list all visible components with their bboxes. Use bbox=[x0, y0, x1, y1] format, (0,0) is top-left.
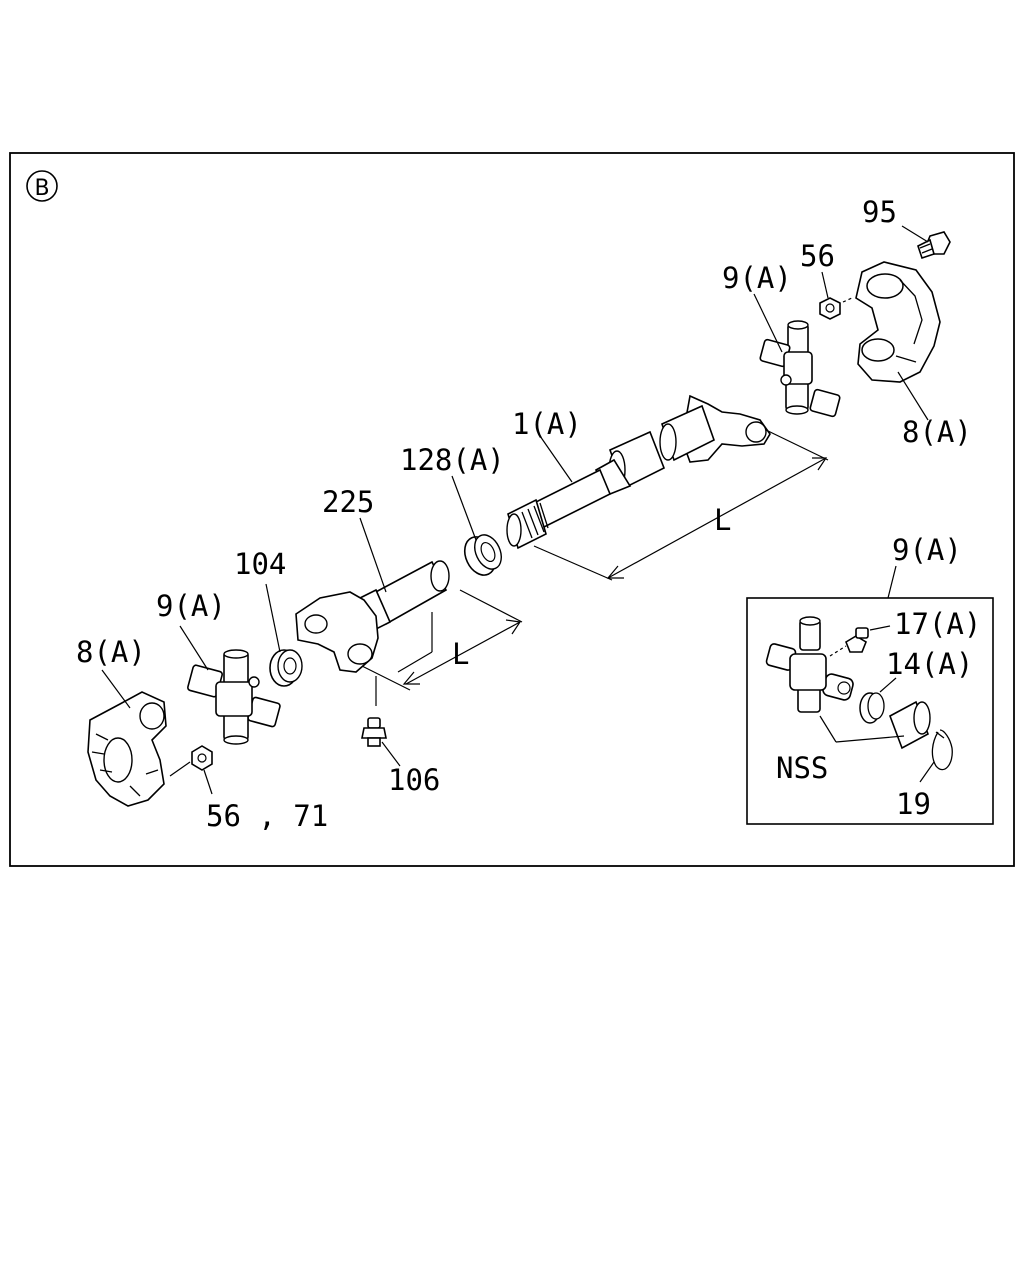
diagram-frame bbox=[9, 152, 1015, 867]
dimension-l-long bbox=[533, 429, 829, 581]
label-225: 225 bbox=[322, 485, 374, 519]
inset-cross-part bbox=[765, 616, 854, 713]
bolt-95-part bbox=[917, 231, 951, 260]
yoke-8a-right-part bbox=[855, 261, 941, 383]
label-l-short: L bbox=[452, 637, 469, 671]
label-1a: 1(A) bbox=[512, 407, 582, 441]
nut-56-71-part bbox=[191, 745, 213, 771]
yoke-8a-left-part bbox=[87, 691, 167, 807]
label-9a-left: 9(A) bbox=[156, 589, 226, 623]
label-128a: 128(A) bbox=[400, 443, 505, 477]
label-l-long: L bbox=[714, 503, 731, 537]
yoke-225-part bbox=[295, 560, 450, 673]
view-marker: B bbox=[26, 170, 58, 202]
cross-9a-left-part bbox=[187, 649, 281, 745]
seal-128a-part bbox=[463, 534, 502, 576]
label-106: 106 bbox=[388, 763, 440, 797]
shaft-1a-part bbox=[506, 394, 771, 550]
label-56-71: 56 , 71 bbox=[206, 799, 328, 833]
label-9a-top: 9(A) bbox=[722, 261, 792, 295]
label-19: 19 bbox=[896, 787, 931, 821]
label-inset-9a: 9(A) bbox=[892, 533, 962, 567]
dimension-l-short bbox=[361, 589, 523, 706]
fitting-106-part bbox=[361, 717, 387, 747]
inset-snap-ring-19-part bbox=[931, 729, 953, 771]
label-nss: NSS bbox=[776, 751, 828, 785]
inset-seal-14a-part bbox=[859, 692, 885, 724]
inset-box bbox=[746, 597, 994, 825]
label-95: 95 bbox=[862, 195, 897, 229]
inset-fitting-17a-part bbox=[845, 627, 869, 653]
label-14a: 14(A) bbox=[886, 647, 973, 681]
seal-104-part bbox=[269, 649, 303, 687]
label-8a-left: 8(A) bbox=[76, 635, 146, 669]
inset-bearing-cup-part bbox=[889, 700, 931, 750]
label-17a: 17(A) bbox=[894, 607, 981, 641]
nut-56-top-part bbox=[819, 297, 841, 320]
label-8a-right: 8(A) bbox=[902, 415, 972, 449]
cross-9a-top-part bbox=[759, 320, 841, 418]
label-56-top: 56 bbox=[800, 239, 835, 273]
label-104: 104 bbox=[234, 547, 286, 581]
view-marker-letter: B bbox=[34, 176, 49, 201]
